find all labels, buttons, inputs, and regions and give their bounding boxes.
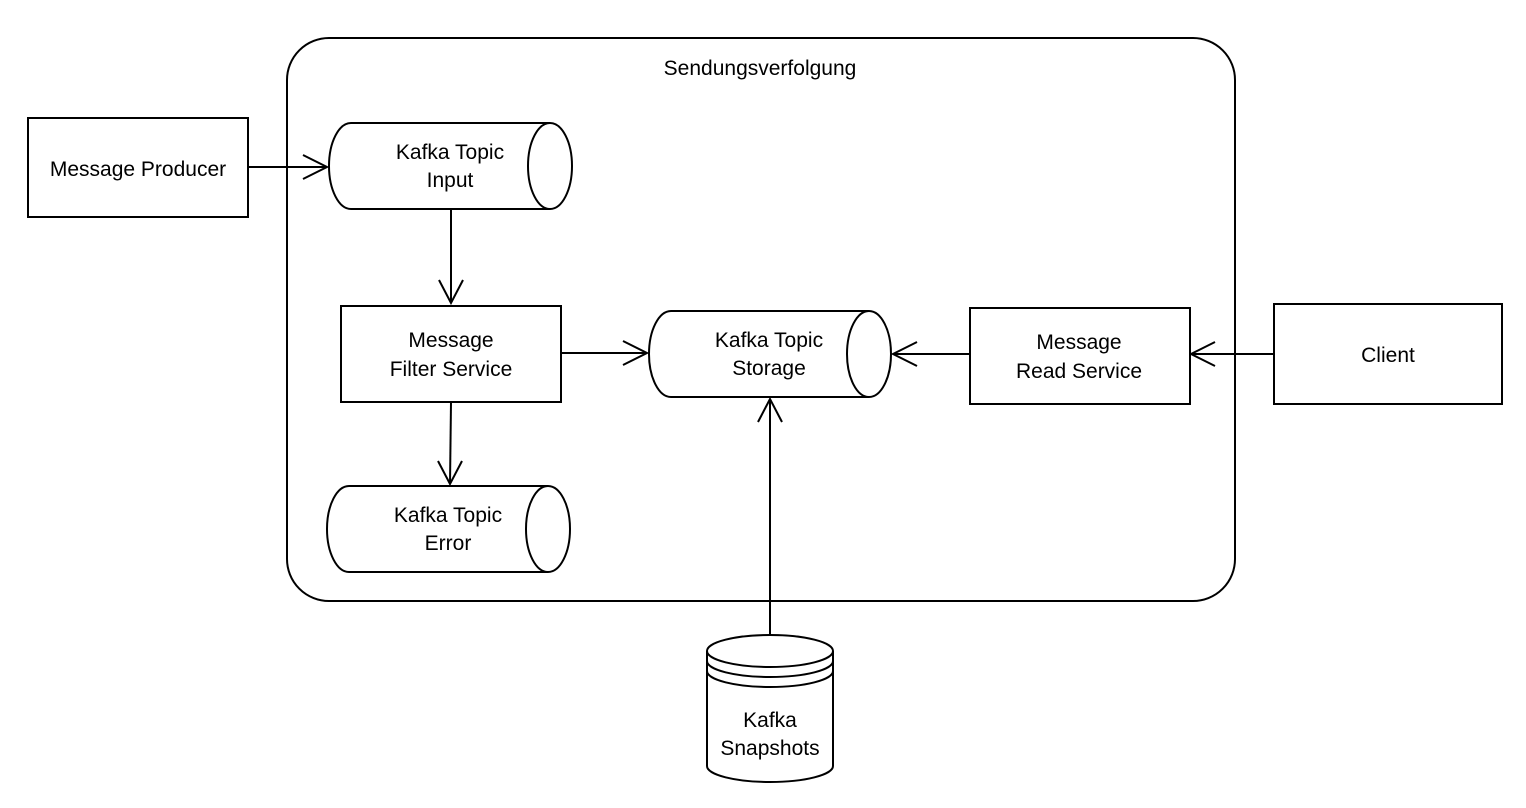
node-topic-storage-label-line2: Storage (732, 357, 806, 380)
node-filter-service-box (340, 305, 562, 403)
node-topic-error-cylinder (326, 485, 571, 573)
node-read-service: Message Read Service (969, 307, 1191, 405)
node-topic-storage: Kafka Topic Storage (648, 310, 892, 398)
node-message-producer-box (27, 117, 249, 218)
node-topic-storage-cylinder (648, 310, 892, 398)
node-client: Client (1273, 303, 1503, 405)
edge-filter-to-storage (561, 340, 650, 366)
node-topic-storage-label-line1: Kafka Topic (715, 329, 823, 352)
node-topic-input: Kafka Topic Input (328, 122, 573, 210)
edge-producer-to-input (248, 154, 330, 180)
node-snapshots-label-line2: Snapshots (720, 737, 819, 760)
node-snapshots-label-line1: Kafka (743, 709, 797, 732)
node-filter-service-label-line1: Message (408, 329, 493, 352)
node-read-service-box (969, 307, 1191, 405)
node-topic-input-cylinder (328, 122, 573, 210)
node-snapshots-cylinder (706, 634, 834, 783)
node-topic-error: Kafka Topic Error (326, 485, 571, 573)
node-message-producer: Message Producer (27, 117, 249, 218)
node-snapshots: Kafka Snapshots (706, 634, 834, 783)
node-message-producer-label: Message Producer (50, 158, 226, 181)
edge-filter-to-error (437, 401, 463, 487)
node-client-box (1273, 303, 1503, 405)
container-title: Sendungsverfolgung (664, 57, 857, 80)
edge-snapshots-to-storage (757, 396, 783, 634)
edge-input-to-filter (438, 209, 464, 306)
edges (248, 154, 1274, 634)
node-topic-error-label-line1: Kafka Topic (394, 504, 502, 527)
node-topic-input-label-line2: Input (427, 169, 474, 192)
node-filter-service-label-line2: Filter Service (390, 358, 513, 381)
node-filter-service: Message Filter Service (340, 305, 562, 403)
node-read-service-label-line2: Read Service (1016, 360, 1142, 383)
node-topic-input-label-line1: Kafka Topic (396, 141, 504, 164)
node-read-service-label-line1: Message (1036, 331, 1121, 354)
node-client-label: Client (1361, 344, 1415, 367)
edge-read-to-storage (890, 341, 970, 367)
node-topic-error-label-line2: Error (425, 532, 472, 555)
